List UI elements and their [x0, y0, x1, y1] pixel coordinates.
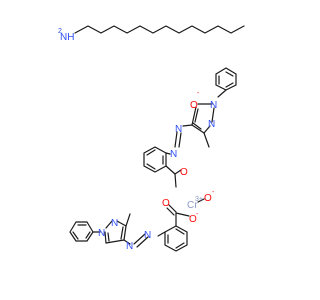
upper-ring-bond-c4-c5: [191, 106, 197, 126]
upper-azo-n2-label: N: [170, 149, 177, 160]
upper-oxide-o-label: O: [190, 100, 198, 111]
lower-pyrazolone-ligand: O O - N N N N: [69, 198, 199, 252]
lower-carboxylate-charge-label: -: [196, 211, 199, 218]
upper-phenyl-double-1: [225, 71, 234, 77]
upper-azo-aryl-bond: [165, 152, 171, 155]
lower-azo-n2-label: N: [126, 241, 133, 252]
upper-phenyl-double-3: [225, 82, 234, 88]
lower-aryl-azo-bond: [157, 231, 166, 237]
cr-oxide-bond: [197, 198, 205, 203]
lower-benzoic-double-1: [175, 228, 185, 235]
lower-benzoic-double-2: [175, 242, 185, 249]
upper-azo-double-b: [178, 132, 182, 148]
chromium-charge-label: 3+: [195, 196, 203, 203]
lower-carbonyl-double-a: [168, 204, 177, 213]
upper-pyrazolone-ligand: O - N N N N O: [143, 67, 237, 188]
upper-oxide-charge-label: -: [197, 90, 200, 97]
upper-carboxyl-co-bond: [174, 169, 182, 175]
upper-benzoic-double-1: [146, 149, 156, 156]
amine-h-count-label: 2: [58, 28, 62, 35]
lower-ring-double-c4-c5: [120, 226, 124, 240]
upper-ring-double-c3-c4: [192, 122, 202, 130]
upper-n-phenyl-bond: [217, 89, 227, 98]
cr-oxide-charge-label: -: [212, 189, 215, 196]
upper-ring-bond-n1-n2: [211, 107, 215, 123]
upper-carboxyl-o-label: O: [180, 167, 188, 178]
upper-c4-azo-bond: [182, 124, 193, 127]
upper-carboxyl-c-bond: [165, 165, 176, 175]
lower-phenyl-double-3: [85, 231, 91, 239]
alkyl-chain-bonds: [74, 25, 245, 34]
lower-azo-ring-bond: [123, 239, 131, 245]
upper-ring-double-c4-c5: [194, 108, 199, 123]
upper-azo-double-a: [174, 131, 178, 148]
lower-carboxylate-bond: [175, 212, 190, 217]
upper-methyl-bond: [203, 132, 210, 148]
lower-carbonyl-double-b: [166, 207, 175, 216]
lower-ring-bond-c4-c3: [105, 239, 125, 244]
lower-carbonyl-o-label: O: [162, 198, 170, 209]
molecule-structure-drawing: NH 2 O - N N: [58, 25, 245, 252]
upper-benzoic-double-2: [146, 163, 156, 170]
lower-ring-bond-c4-c5: [123, 225, 127, 241]
lower-phenyl-double-2: [72, 231, 79, 240]
upper-azo-n1-label: N: [175, 124, 182, 135]
lower-ring-double-c3-n2: [107, 232, 110, 242]
lower-azo-n1-label: N: [144, 230, 151, 241]
amine-nh-label: NH: [60, 32, 74, 43]
lower-azo-double-b: [136, 236, 149, 248]
upper-ring-bond-c3-c4: [191, 124, 205, 134]
lower-methyl-bond: [125, 213, 131, 227]
upper-ring-n1-label: N: [210, 100, 217, 111]
lower-ring-bond-n2-n1: [105, 220, 113, 229]
lower-azo-double-a: [133, 233, 146, 245]
chromium-label: Cr: [187, 200, 198, 211]
lower-ring-n2-label: N: [111, 218, 118, 229]
cr-oxide-o-label: O: [204, 193, 212, 204]
lower-phenyl-ring: [69, 221, 94, 242]
upper-ring-n2-label: N: [208, 119, 215, 130]
upper-carboxyl-o-cr-bond: [174, 173, 177, 188]
lower-ring-bond-c3-n2: [104, 231, 107, 244]
chromium-center: Cr 3+ O -: [187, 189, 215, 211]
upper-ring-bond-n2-c3: [203, 125, 211, 134]
tridecylamine-chain: NH 2: [58, 25, 245, 43]
lower-carboxylate-o-label: O: [189, 214, 197, 225]
lower-ring-bond-n1-c5: [116, 220, 127, 227]
lower-ring-n1-label: N: [98, 228, 105, 239]
